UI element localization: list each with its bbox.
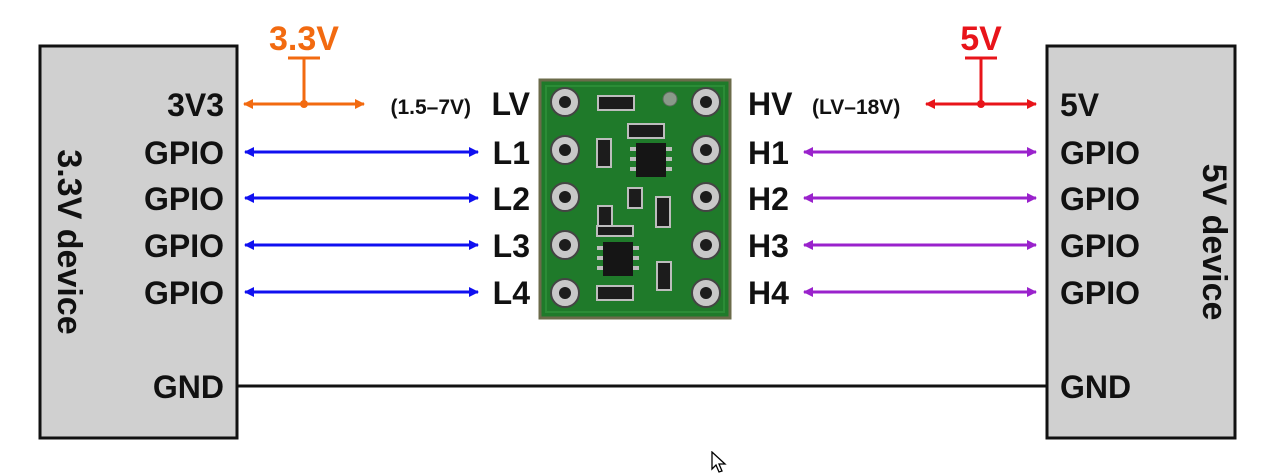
board-pin-l3: L3	[493, 228, 530, 264]
board-pin-l4: L4	[493, 275, 531, 311]
left-pin-gpio-1: GPIO	[144, 135, 224, 171]
right-pin-5v: 5V	[1060, 87, 1100, 123]
left-pin-gpio-3: GPIO	[144, 228, 224, 264]
lv-range-label: (1.5–7V)	[390, 96, 471, 119]
left-device-name: 3.3V device	[50, 149, 88, 334]
right-device-box	[1045, 44, 1237, 440]
hv-range-label: (LV–18V)	[812, 96, 900, 119]
right-pin-gpio-4: GPIO	[1060, 275, 1140, 311]
board-pin-h3: H3	[748, 228, 789, 264]
board-pin-h1: H1	[748, 135, 789, 171]
high-supply-label: 5V	[960, 20, 1002, 58]
low-supply-label: 3.3V	[269, 20, 339, 58]
board-ics	[597, 143, 672, 276]
board-resistors	[596, 95, 672, 301]
left-pin-gpio-4: GPIO	[144, 275, 224, 311]
board-pin-hv: HV	[748, 86, 793, 122]
right-pin-gpio-1: GPIO	[1060, 135, 1140, 171]
right-pin-gpio-3: GPIO	[1060, 228, 1140, 264]
level-shifter-board	[538, 78, 732, 320]
left-pin-gpio-2: GPIO	[144, 181, 224, 217]
board-pin-l2: L2	[493, 181, 530, 217]
low-supply-node	[300, 100, 308, 108]
left-device-box	[38, 44, 239, 440]
board-pin-h2: H2	[748, 181, 789, 217]
board-left-pads	[550, 87, 580, 308]
mouse-cursor-icon	[711, 451, 727, 473]
board-pin-h4: H4	[748, 275, 789, 311]
board-pin-lv: LV	[491, 86, 530, 122]
left-pin-gnd: GND	[153, 369, 224, 405]
high-supply-node	[977, 100, 985, 108]
right-pin-gpio-2: GPIO	[1060, 181, 1140, 217]
left-pin-3v3: 3V3	[167, 87, 224, 123]
right-pin-gnd: GND	[1060, 369, 1131, 405]
right-device-name: 5V device	[1195, 164, 1233, 321]
board-pin-l1: L1	[493, 135, 530, 171]
board-right-pads	[691, 87, 721, 308]
